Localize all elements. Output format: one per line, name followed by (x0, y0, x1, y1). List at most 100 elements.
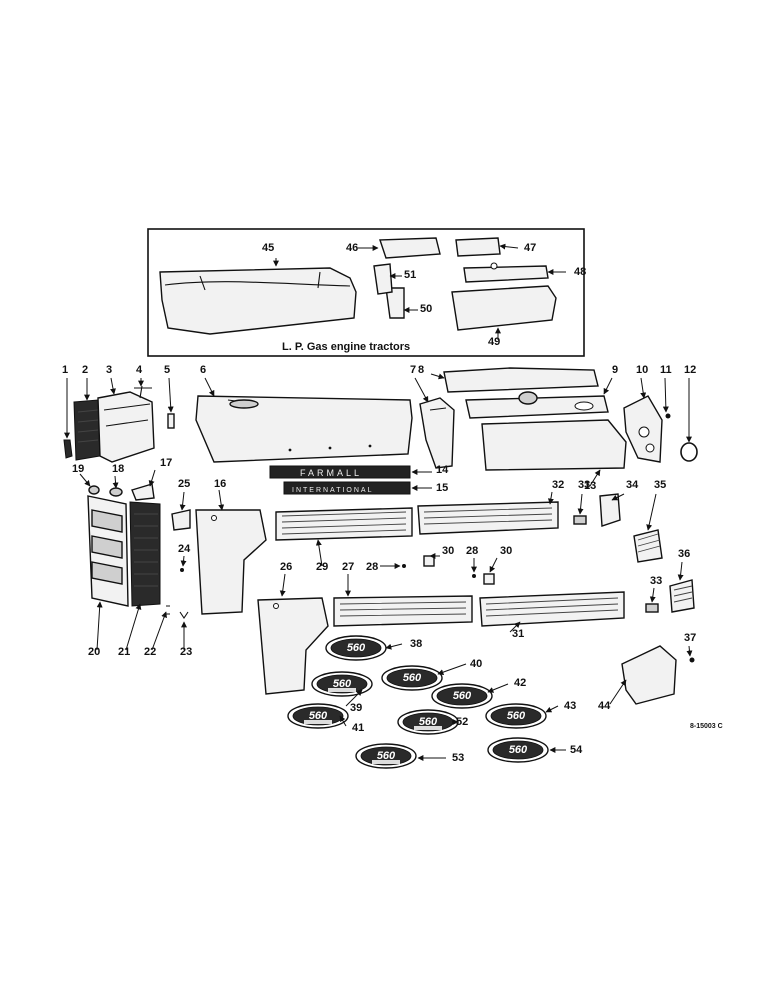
callout-number: 19 (72, 463, 84, 475)
callout-leader (125, 603, 142, 651)
callout-45: 45 (262, 242, 279, 267)
callout-41: 41 (339, 715, 364, 734)
part-45-lpg-hood-left (159, 267, 357, 335)
callout-52: 52 (452, 716, 468, 728)
callout-54: 54 (549, 744, 583, 756)
callout-number: 21 (118, 646, 130, 658)
part-14-farmall-bar: FARMALL (269, 465, 411, 479)
part-30-clip-a (423, 555, 435, 567)
part-1-clip (63, 439, 73, 459)
callout-number: 33 (650, 575, 662, 587)
callout-9: 9 (603, 364, 618, 395)
callout-leader (611, 493, 625, 501)
part-6-hood-left (195, 395, 413, 463)
callout-number: 52 (456, 716, 468, 728)
callout-50: 50 (403, 303, 432, 315)
callout-3: 3 (106, 364, 116, 395)
callout-number: 53 (452, 752, 464, 764)
callout-leader (339, 715, 347, 727)
callout-leader (509, 621, 521, 633)
part-8-hood-top (443, 367, 599, 393)
part-7-support (419, 397, 455, 469)
callout-number: 46 (346, 242, 358, 254)
callout-2: 2 (82, 364, 90, 401)
callout-14: 14 (411, 464, 449, 476)
part-5-pin (167, 413, 175, 429)
international-bar-text: INTERNATIONAL (292, 487, 374, 494)
callout-leader (179, 491, 186, 511)
callout-leader (112, 475, 119, 489)
callout-leader (315, 539, 323, 567)
callout-35: 35 (646, 479, 666, 531)
callout-37: 37 (684, 632, 696, 657)
emblem-model-text: 560 (419, 716, 438, 728)
part-20-grille-bars (87, 495, 129, 607)
callout-19: 19 (72, 463, 91, 487)
callout-number: 34 (626, 479, 639, 491)
callout-18: 18 (112, 463, 124, 489)
emblem-oval: 560 (381, 665, 443, 691)
callout-number: 11 (660, 364, 672, 376)
callout-leader (640, 377, 647, 399)
callout-leader (110, 377, 116, 395)
callout-number: 41 (352, 722, 364, 734)
callout-number: 1 (62, 364, 68, 376)
callout-number: 27 (342, 561, 354, 573)
callout-leader (662, 377, 669, 413)
callout-leader (385, 643, 403, 650)
emblem-oval: 560 (397, 709, 459, 735)
emblem-oval: 560 (287, 703, 349, 729)
callout-6: 6 (200, 364, 215, 397)
callout-24: 24 (178, 543, 191, 567)
callout-leader (437, 663, 467, 676)
callout-30: 30 (429, 545, 454, 559)
part-12-ring (680, 442, 698, 462)
callout-number: 12 (684, 364, 696, 376)
part-32-side-grille (417, 501, 559, 535)
part-21-grille-screen (129, 501, 161, 607)
part-48-lpg-strip (463, 262, 549, 283)
part-26-side-panel (257, 597, 329, 695)
part-31-side-grille (479, 591, 625, 627)
callout-number: 33 (578, 479, 590, 491)
callout-number: 43 (564, 700, 576, 712)
callout-13: 13 (584, 469, 601, 492)
part-19-clip (88, 485, 100, 495)
callout-number: 37 (684, 632, 696, 644)
callout-leader (204, 377, 215, 397)
inset-box: L. P. Gas engine tractors (147, 228, 585, 357)
callout-leader (345, 689, 363, 707)
callout-8: 8 (418, 364, 445, 380)
inset-caption: L. P. Gas engine tractors (282, 341, 410, 353)
callout-29: 29 (315, 539, 328, 573)
callout-49: 49 (488, 327, 501, 348)
callout-25: 25 (178, 478, 190, 511)
part-33-clip-b (645, 603, 659, 613)
part-27-side-grille (333, 595, 473, 627)
callout-number: 50 (420, 303, 432, 315)
callout-7: 7 (410, 364, 429, 403)
callout-number: 42 (514, 677, 526, 689)
callout-number: 10 (636, 364, 648, 376)
callout-leader (489, 557, 498, 573)
callout-leader (677, 561, 684, 581)
callout-number: 44 (598, 700, 611, 712)
callout-leader (218, 489, 225, 511)
part-9-hood-rear (465, 391, 609, 419)
callout-leader (151, 611, 167, 651)
callout-number: 25 (178, 478, 190, 490)
callout-number: 23 (180, 646, 192, 658)
callout-leader (167, 377, 174, 413)
part-24-bolt (180, 568, 184, 572)
part-36-screen (669, 579, 695, 613)
part-2-grille-screen (73, 399, 101, 461)
callout-43: 43 (545, 700, 576, 713)
callout-number: 30 (500, 545, 512, 557)
callout-number: 45 (262, 242, 274, 254)
callout-leader (180, 555, 187, 567)
emblem-oval: 560 (355, 743, 417, 769)
callout-leader (499, 243, 519, 250)
